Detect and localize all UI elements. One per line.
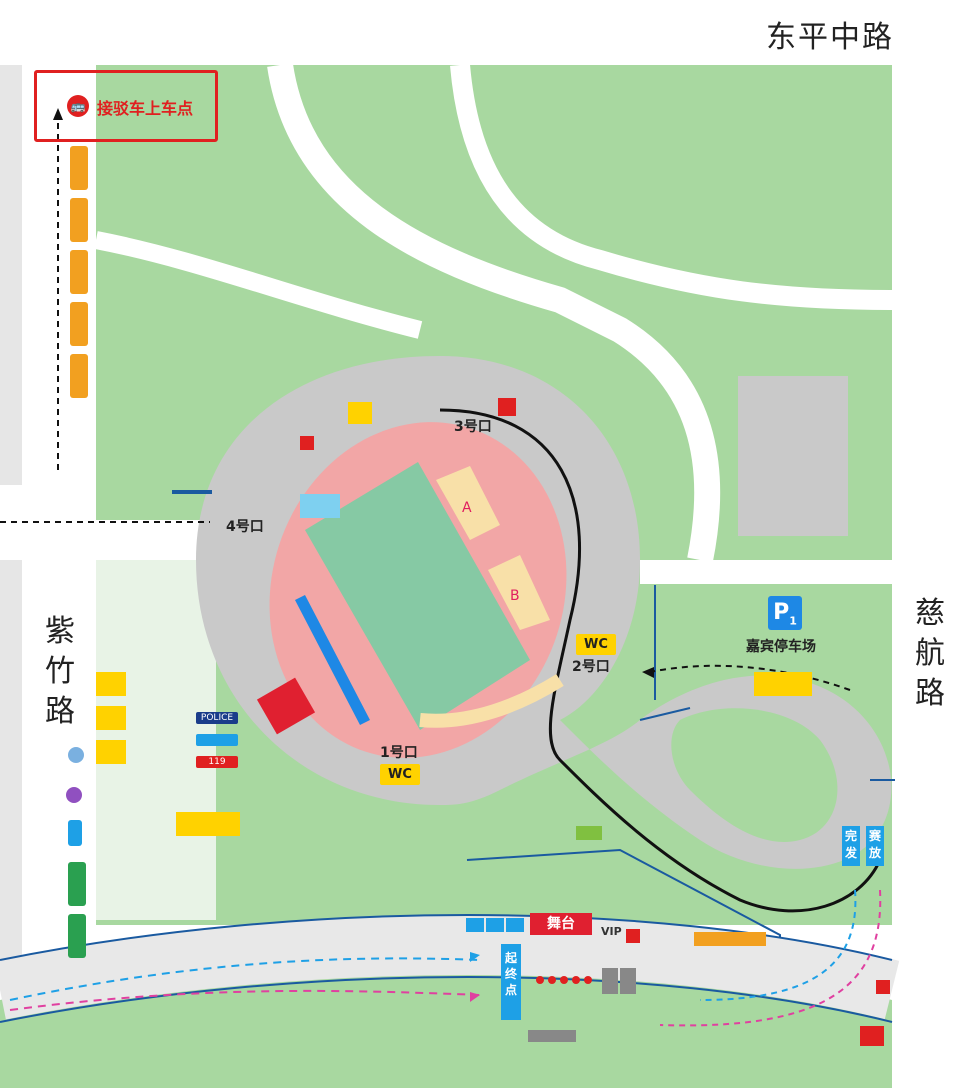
vip-label: VIP bbox=[601, 925, 622, 938]
stand-a bbox=[436, 466, 500, 540]
walkway-2 bbox=[450, 64, 893, 310]
command-center bbox=[256, 677, 316, 735]
walkway-1 bbox=[267, 62, 721, 563]
toilet-icon-south bbox=[176, 812, 240, 836]
bus-icon: 🚌 bbox=[67, 95, 89, 117]
shuttle-pickup-label: 接驳车上车点 bbox=[97, 99, 194, 118]
green-bus-row bbox=[66, 747, 86, 958]
left-sidewalk-bottom bbox=[0, 560, 22, 990]
race-release-zone: 赛放 bbox=[866, 826, 884, 866]
arrow-north bbox=[53, 108, 63, 120]
toilet-icon-east bbox=[754, 672, 812, 696]
power-car bbox=[576, 826, 602, 840]
stand-b-letter: B bbox=[510, 588, 520, 604]
loop-inner-grass bbox=[671, 708, 838, 842]
walkway-east bbox=[640, 560, 892, 584]
tag-2 bbox=[486, 918, 504, 932]
gate-2-label: 2号口 bbox=[572, 659, 610, 675]
route-dashed-blue bbox=[9, 957, 481, 1001]
broadcast-stand bbox=[620, 968, 636, 994]
south-stand bbox=[419, 674, 564, 728]
toilet-icon-north bbox=[348, 402, 372, 424]
stand-strip-bottom bbox=[528, 1030, 576, 1042]
wc-gate-1: WC bbox=[380, 764, 420, 785]
route-dashed-pink bbox=[9, 989, 481, 1011]
arrow-pink bbox=[470, 992, 480, 1002]
fire-truck bbox=[196, 756, 238, 768]
gate-3-label: 3号口 bbox=[454, 419, 492, 435]
vip-parking-label: 嘉宾停车场 bbox=[746, 639, 816, 655]
first-aid-marker-3 bbox=[626, 929, 640, 943]
gate-1-label: 1号口 bbox=[380, 745, 418, 761]
main-road-edge-bottom bbox=[0, 976, 893, 1023]
road-name-dongping: 东平中路 bbox=[766, 20, 894, 55]
tag-1 bbox=[466, 918, 484, 932]
start-finish-point: 起终点 bbox=[501, 944, 521, 1020]
route-line-1 bbox=[639, 707, 691, 721]
police-car bbox=[196, 712, 238, 724]
football-field bbox=[305, 462, 530, 730]
stand-a-letter: A bbox=[462, 500, 472, 516]
tag-3 bbox=[506, 918, 524, 932]
road-name-zizhu: 紫竹路 bbox=[45, 614, 75, 729]
timing-dots bbox=[536, 976, 592, 984]
stage: 舞台 bbox=[530, 913, 592, 935]
arrow-blue bbox=[470, 952, 480, 962]
start-release-zone: 完发 bbox=[842, 826, 860, 866]
bus-row bbox=[70, 146, 88, 398]
route-dashed-blue-2 bbox=[699, 889, 857, 1001]
gate-mark-west bbox=[172, 490, 212, 494]
main-road-edge-top bbox=[0, 914, 893, 961]
ambulance-marker-top bbox=[498, 398, 516, 416]
parking-icon: P1 bbox=[768, 596, 802, 630]
police-tag: POLICE bbox=[200, 713, 234, 723]
main-road bbox=[0, 915, 900, 1020]
wc-gate-2: WC bbox=[576, 634, 616, 655]
outer-road-edge bbox=[439, 408, 882, 913]
stand-b bbox=[488, 555, 550, 630]
recovery-area bbox=[300, 494, 340, 518]
photo-stand bbox=[602, 968, 618, 994]
route-dashed-pink-2 bbox=[659, 889, 882, 1027]
west-stand-bar bbox=[295, 595, 370, 725]
gate-4-label: 4号口 bbox=[226, 519, 264, 535]
arrow-west bbox=[642, 667, 654, 678]
road-name-cihang: 慈航路 bbox=[915, 596, 945, 711]
left-sidewalk-top bbox=[0, 65, 22, 485]
first-aid-marker-1 bbox=[300, 436, 314, 450]
ambulance-car bbox=[196, 734, 238, 746]
toilet-icon-west-1 bbox=[96, 672, 126, 696]
walkway-3 bbox=[94, 231, 423, 339]
ambulance-marker-bottom bbox=[860, 1026, 884, 1046]
fire-tag: 119 bbox=[208, 757, 226, 767]
toilet-icon-west-3 bbox=[96, 740, 126, 764]
toilet-icon-west-2 bbox=[96, 706, 126, 730]
dashed-path-parking bbox=[649, 664, 851, 691]
first-aid-marker-2 bbox=[876, 980, 890, 994]
grey-lot bbox=[738, 376, 848, 536]
shuttle-pickup-box[interactable]: 🚌 接驳车上车点 bbox=[34, 70, 218, 142]
vip-area-strip bbox=[694, 932, 766, 946]
